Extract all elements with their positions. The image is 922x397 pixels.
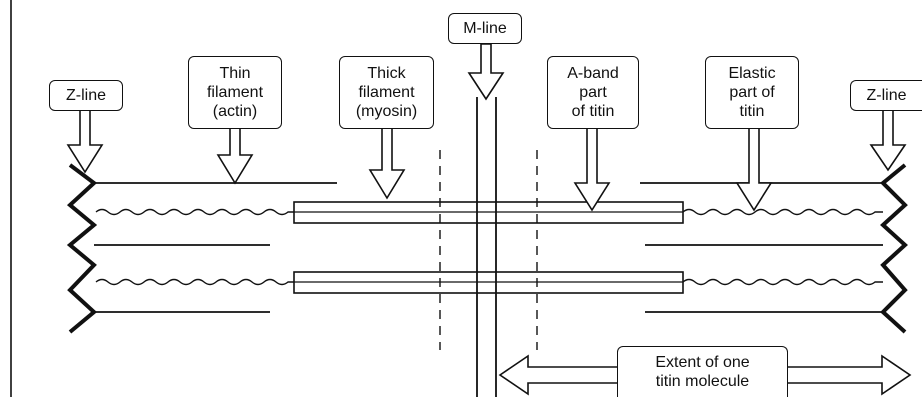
arrow-m-line xyxy=(467,43,505,101)
thick-filament-text: Thick filament (myosin) xyxy=(355,65,418,120)
z-line-left-zigzag xyxy=(66,163,98,334)
z-line-right-text: Z-line xyxy=(866,87,907,104)
dashed-boundaries xyxy=(439,150,538,350)
z-line-left-text: Z-line xyxy=(65,87,106,104)
label-arrows xyxy=(66,43,907,212)
titin-extent-label: Extent of one titin molecule xyxy=(617,346,788,397)
m-line-label: M-line xyxy=(448,13,522,44)
z-line-left-label: Z-line xyxy=(49,80,123,111)
elastic-titin-left-lower xyxy=(95,278,294,286)
z-line-right-label: Z-line xyxy=(850,80,922,111)
thick-filament-label: Thick filament (myosin) xyxy=(339,56,434,129)
thin-filament-text: Thin filament (actin) xyxy=(206,65,264,120)
z-line-right-zigzag xyxy=(880,163,908,334)
thin-filament-label: Thin filament (actin) xyxy=(188,56,282,129)
a-band-titin-label: A-band part of titin xyxy=(547,56,639,129)
m-line-text: M-line xyxy=(463,20,507,37)
elastic-titin-left-upper xyxy=(95,208,294,216)
a-band-titin-text: A-band part of titin xyxy=(567,65,619,120)
arrow-z-line-right xyxy=(869,109,907,172)
arrow-thin-filament xyxy=(216,127,254,185)
arrow-thick-filament xyxy=(368,127,406,200)
arrow-elastic-titin xyxy=(735,127,773,212)
elastic-titin-right-lower xyxy=(682,278,883,286)
elastic-titin-text: Elastic part of titin xyxy=(728,65,776,120)
m-line xyxy=(476,97,497,397)
thin-filaments-left xyxy=(94,182,337,313)
titin-extent-text: Extent of one titin molecule xyxy=(655,354,750,390)
arrow-z-line-left xyxy=(66,109,104,174)
elastic-titin-label: Elastic part of titin xyxy=(705,56,799,129)
elastic-titin-right-upper xyxy=(682,208,883,216)
arrow-a-band-titin xyxy=(573,127,611,212)
